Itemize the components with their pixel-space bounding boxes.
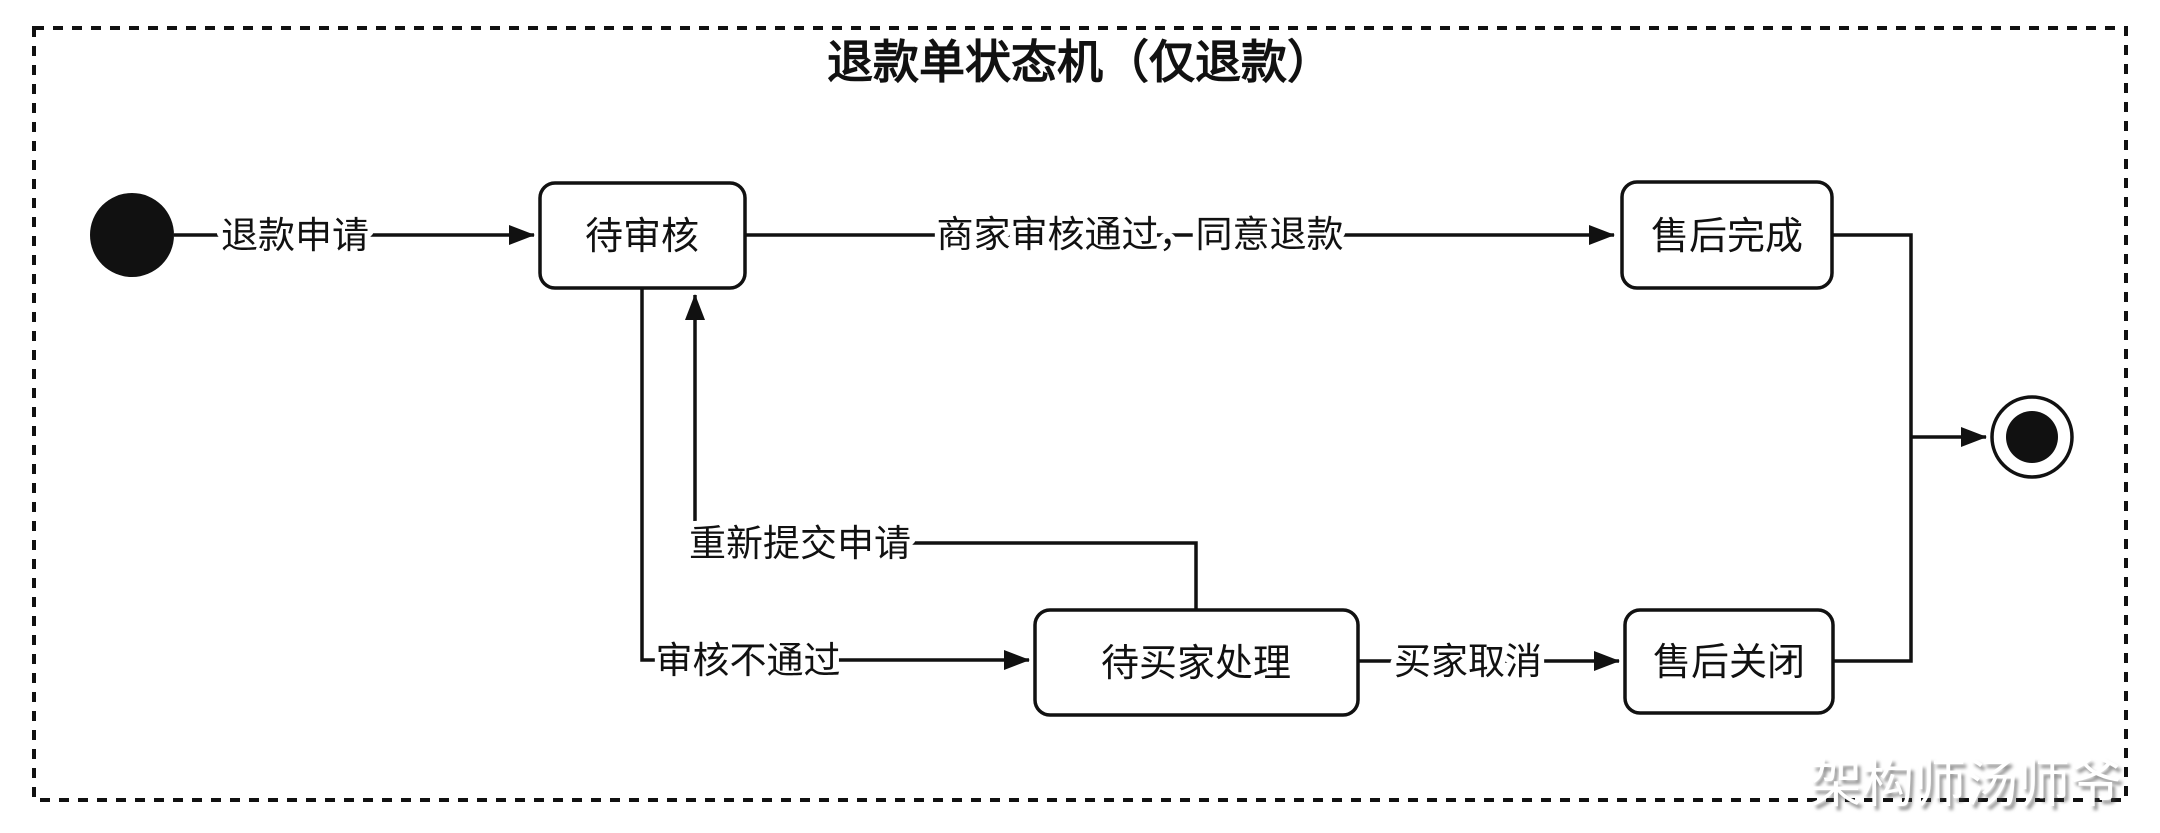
state-aftersales-closed-box bbox=[1623, 608, 1835, 715]
state-aftersales-complete: 售后完成 bbox=[1620, 180, 1834, 290]
transition-label-refund-request: 退款申请 bbox=[221, 215, 369, 256]
diagram-title: 退款单状态机（仅退款） bbox=[827, 36, 1333, 88]
watermark: 架构师汤师爷 bbox=[1810, 756, 2122, 814]
state-aftersales-complete-label: 售后完成 bbox=[1651, 216, 1803, 258]
state-aftersales-closed: 售后关闭 bbox=[1623, 608, 1835, 715]
transition-label-resubmit: 重新提交申请 bbox=[689, 523, 911, 564]
final-state-inner-dot bbox=[2006, 411, 2058, 463]
transition-label-buyer-cancel: 买家取消 bbox=[1394, 641, 1542, 682]
final-state-node bbox=[1990, 395, 2074, 479]
transition-resubmit-line bbox=[685, 294, 1198, 610]
transition-review-rejected-line bbox=[640, 288, 1030, 670]
diagram-dashed-border bbox=[32, 26, 2128, 802]
connector-complete-to-final bbox=[1832, 233, 1913, 437]
state-pending-review-label: 待审核 bbox=[585, 216, 699, 258]
state-pending-buyer-box bbox=[1033, 608, 1360, 717]
state-aftersales-closed-label: 售后关闭 bbox=[1653, 642, 1805, 684]
state-pending-buyer: 待买家处理 bbox=[1033, 608, 1360, 717]
state-pending-review-box bbox=[538, 181, 747, 290]
state-pending-buyer-label: 待买家处理 bbox=[1101, 643, 1291, 685]
state-aftersales-complete-box bbox=[1620, 180, 1834, 290]
transition-label-merchant-approve: 商家审核通过，同意退款 bbox=[937, 214, 1344, 255]
state-pending-review: 待审核 bbox=[538, 181, 747, 290]
transition-label-review-rejected: 审核不通过 bbox=[656, 640, 841, 681]
connector-closed-to-final bbox=[1833, 437, 1913, 663]
initial-state-node bbox=[90, 193, 174, 277]
